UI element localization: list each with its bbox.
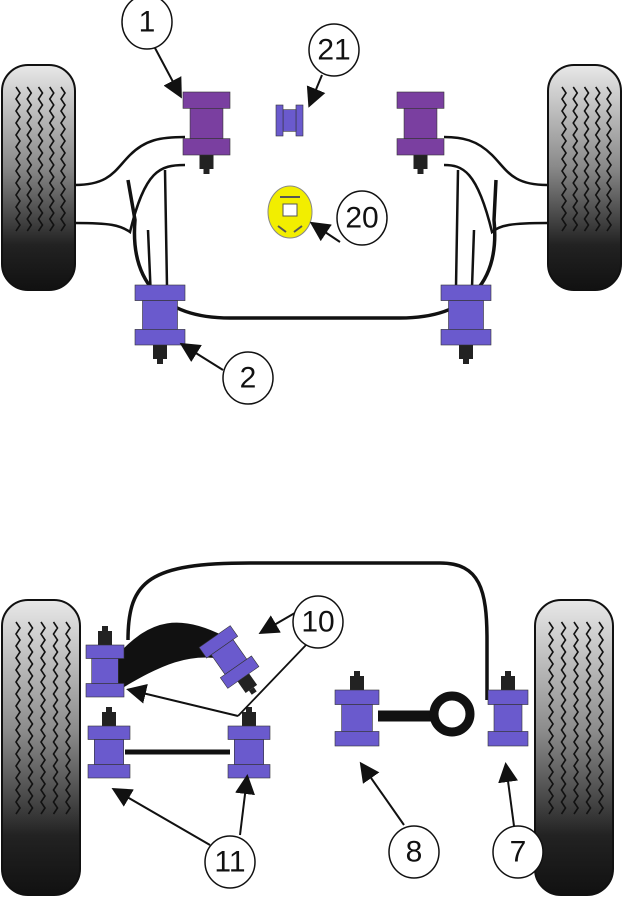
svg-text:1: 1 xyxy=(139,6,156,39)
svg-text:11: 11 xyxy=(214,846,245,879)
bushing-2-right xyxy=(440,284,492,364)
tread-line xyxy=(15,86,21,232)
svg-text:21: 21 xyxy=(317,34,350,67)
bushing-11-right xyxy=(227,707,271,779)
bushing-10-angled xyxy=(198,625,260,695)
tread-line xyxy=(27,621,34,815)
callout-1: 1 xyxy=(121,0,173,50)
tread-line xyxy=(598,621,604,815)
bushing-8 xyxy=(334,671,380,747)
wheel-2 xyxy=(547,64,622,291)
bushing-11-left xyxy=(87,707,131,779)
callout-8: 8 xyxy=(388,825,440,879)
wheel-4 xyxy=(534,599,614,896)
callout-7: 7 xyxy=(492,825,544,879)
tread-line xyxy=(65,621,71,815)
tread-line xyxy=(40,621,46,815)
pointer-arrows xyxy=(111,47,519,846)
callout-10: 10 xyxy=(292,595,344,649)
svg-text:10: 10 xyxy=(301,606,334,639)
tread-line xyxy=(560,621,567,815)
bushing-21 xyxy=(275,104,304,137)
tread-line xyxy=(585,621,592,815)
tread-line xyxy=(572,86,579,232)
svg-text:20: 20 xyxy=(345,202,378,235)
tread-line xyxy=(594,86,601,232)
callout-11: 11 xyxy=(204,835,256,889)
callout-2: 2 xyxy=(222,351,274,405)
tread-line xyxy=(26,86,33,232)
callout-21: 21 xyxy=(308,23,360,77)
tread-line xyxy=(548,621,554,815)
svg-text:2: 2 xyxy=(240,362,257,395)
wheel-3 xyxy=(1,599,81,896)
tread-line xyxy=(37,86,44,232)
bushing-20-yellow xyxy=(267,185,313,239)
bushing-10-front xyxy=(85,626,125,698)
tread-line xyxy=(15,621,21,815)
tread-line xyxy=(60,86,66,232)
tread-line xyxy=(561,86,567,232)
tread-line xyxy=(52,621,59,815)
tread-line xyxy=(48,86,55,232)
wheel-1 xyxy=(1,64,76,291)
bushing-2-left xyxy=(134,284,186,364)
tread-line xyxy=(573,621,579,815)
svg-text:7: 7 xyxy=(510,836,527,869)
callout-20: 20 xyxy=(336,190,388,246)
svg-text:8: 8 xyxy=(406,836,423,869)
tread-line xyxy=(583,86,590,232)
rear-arms-lines xyxy=(117,561,489,755)
bushing-1-right xyxy=(396,91,445,174)
tread-line xyxy=(606,86,612,232)
bushing-1-left xyxy=(182,91,231,174)
bushing-7 xyxy=(487,671,529,747)
